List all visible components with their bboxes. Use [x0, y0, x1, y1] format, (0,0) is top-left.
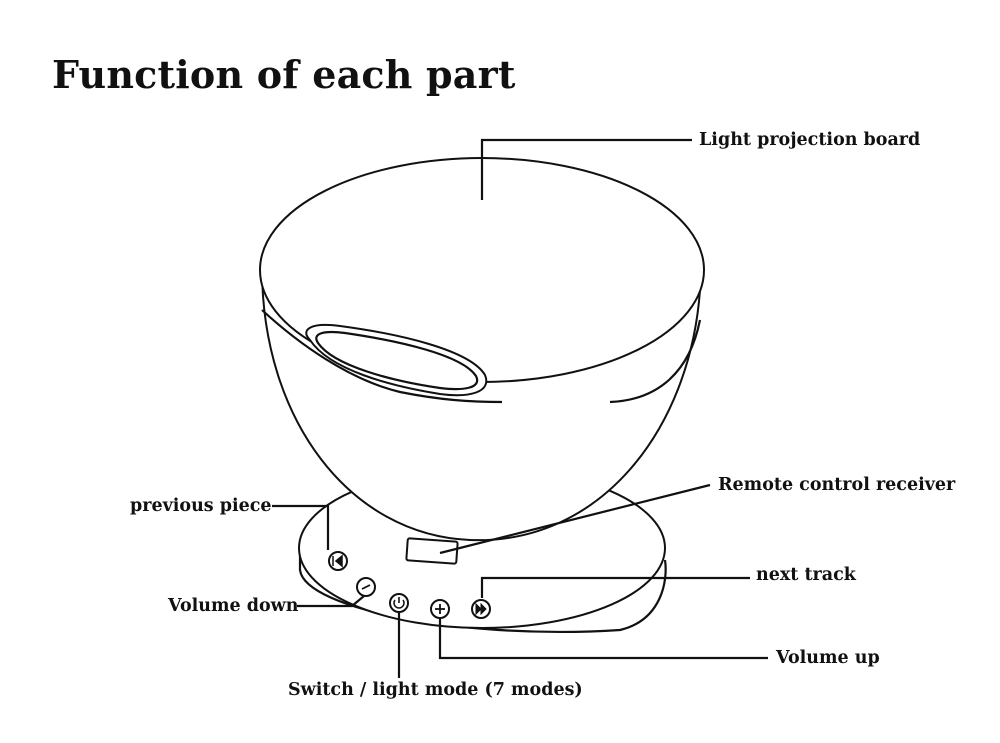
- power-icon[interactable]: [389, 593, 409, 613]
- label-previous-piece: previous piece: [130, 496, 272, 516]
- plus-icon[interactable]: [430, 599, 450, 619]
- page-title: Function of each part: [52, 52, 516, 97]
- next-icon[interactable]: [471, 599, 491, 619]
- remote-receiver-window: [405, 537, 459, 565]
- label-remote-control-receiver: Remote control receiver: [718, 475, 956, 495]
- previous-icon[interactable]: [328, 551, 348, 571]
- label-volume-up: Volume up: [776, 648, 880, 668]
- label-next-track: next track: [756, 565, 856, 585]
- label-switch-light-mode: Switch / light mode (7 modes): [288, 680, 583, 700]
- minus-icon[interactable]: [356, 577, 376, 597]
- label-volume-down: Volume down: [168, 596, 299, 616]
- speaker-bowl: [259, 157, 705, 542]
- label-light-projection-board: Light projection board: [699, 130, 921, 150]
- leader-lines: [272, 138, 768, 678]
